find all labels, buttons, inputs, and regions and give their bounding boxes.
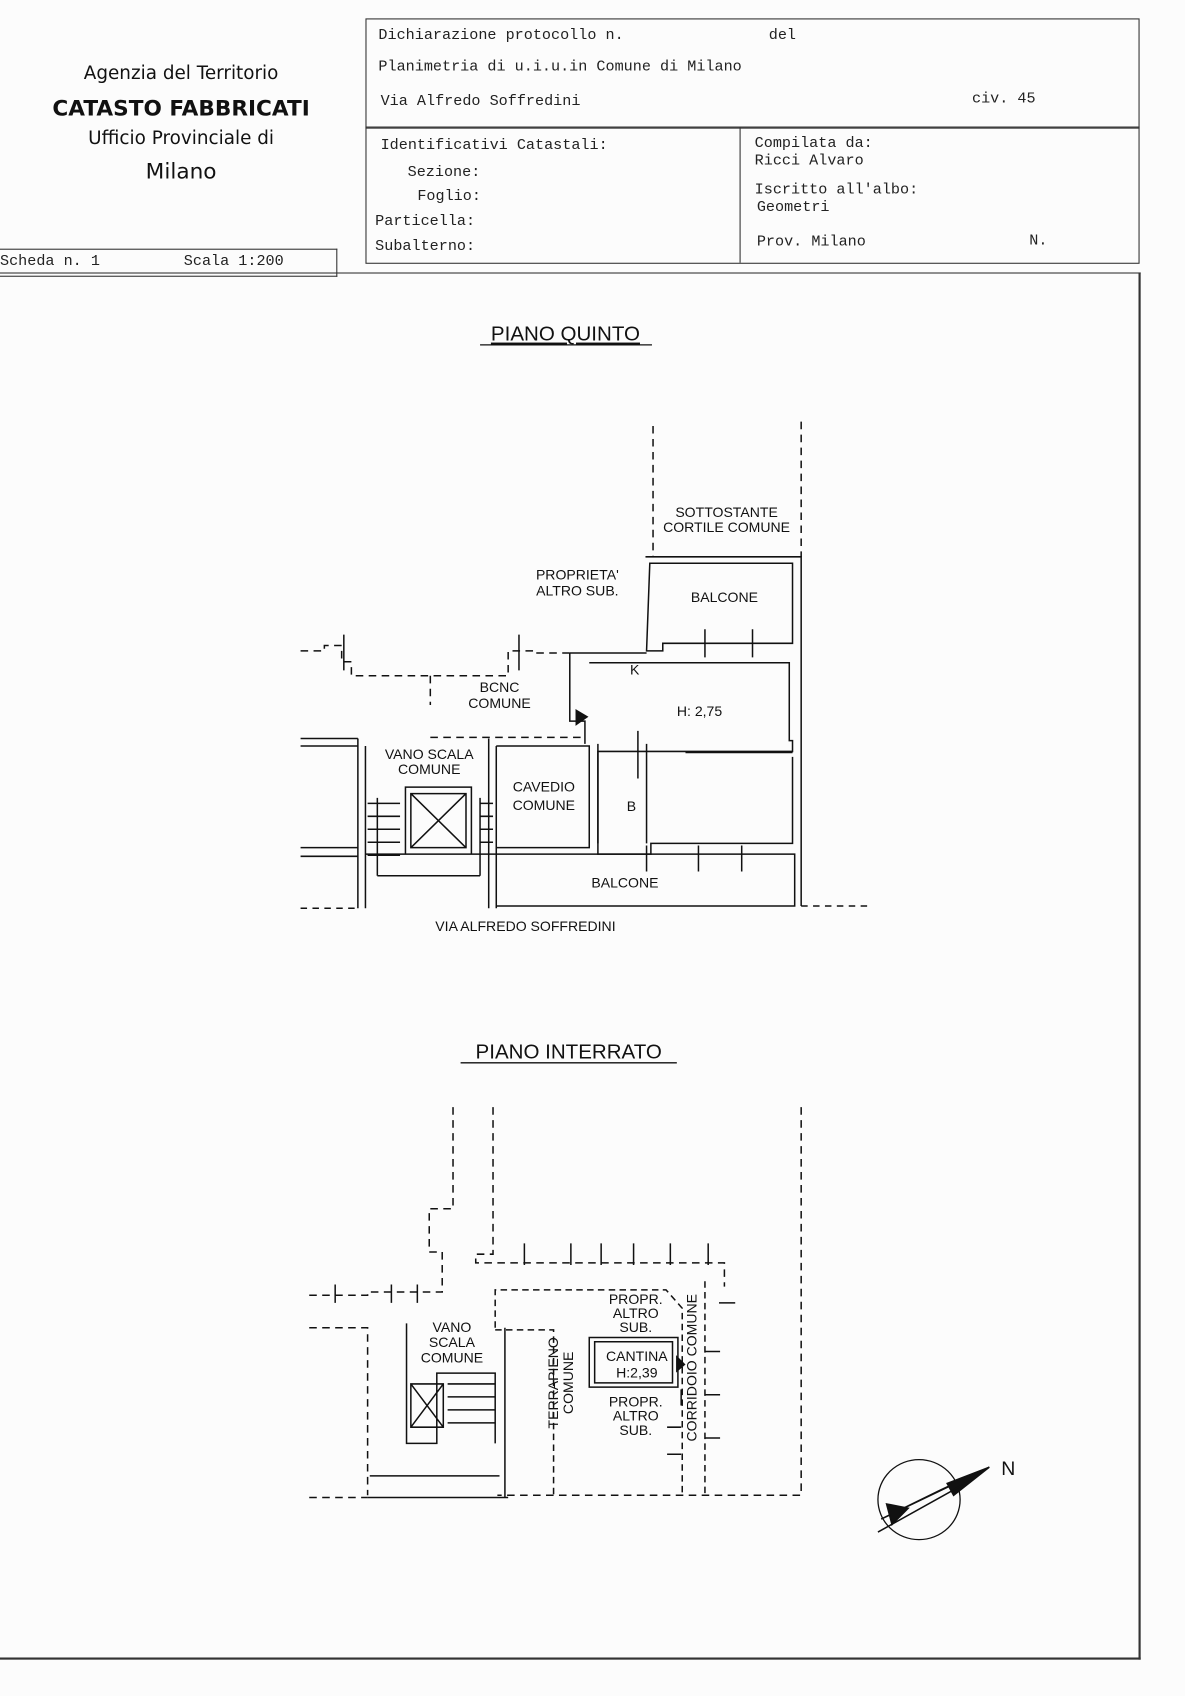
label-corridoio-comune: CORRIDOIO COMUNE: [683, 1294, 699, 1442]
identification-box: [365, 126, 1140, 264]
sheet-info-box: [0, 248, 338, 277]
piano-interrato-plan: [309, 1107, 802, 1499]
piano-interrato-title: PIANO INTERRATO: [476, 1040, 662, 1063]
province: Prov. Milano: [756, 233, 866, 251]
compilata-label: Compilata da:: [754, 135, 873, 153]
label-propr-b: PROPR.: [609, 1394, 663, 1410]
agency-office: Ufficio Provinciale di: [88, 127, 275, 150]
divider: [739, 127, 741, 263]
label-ceiling-height: H: 2,75: [677, 703, 722, 719]
protocol-del: del: [768, 27, 796, 45]
declaration-box: [365, 18, 1140, 129]
agency-name: Agenzia del Territorio: [83, 62, 279, 85]
label-cavedio-comune: COMUNE: [513, 797, 575, 813]
albo-value: Geometri: [756, 198, 830, 217]
label-proprieta: PROPRIETA': [536, 567, 619, 583]
label-altro-sub: ALTRO SUB.: [536, 583, 618, 599]
sheet-scale: Scala 1:200: [183, 253, 284, 271]
label-cantina: CANTINA: [606, 1348, 668, 1364]
piano-quinto-title: PIANO QUINTO: [491, 323, 640, 346]
sezione-label: Sezione:: [407, 164, 481, 182]
label-altro-b: ALTRO: [613, 1408, 659, 1424]
label-sottostante: SOTTOSTANTE: [675, 504, 777, 520]
label-bathroom: B: [627, 798, 636, 814]
label-kitchen: K: [630, 662, 640, 678]
label-scala: SCALA: [429, 1334, 476, 1350]
foglio-label: Foglio:: [417, 188, 481, 206]
sheet-number: Scheda n. 1: [0, 253, 100, 271]
agency-catasto: CATASTO FABBRICATI: [52, 95, 310, 122]
label-sub-b: SUB.: [619, 1422, 652, 1438]
particella-label: Particella:: [375, 212, 476, 231]
province-number: N.: [1029, 232, 1048, 250]
drawing-frame: [0, 272, 1141, 1660]
compass-north-label: N: [1001, 1458, 1015, 1480]
planimetria-label: Planimetria di u.i.u.in Comune di Milano: [378, 58, 742, 76]
label-vano-comune: COMUNE: [398, 761, 460, 777]
albo-label: Iscritto all'albo:: [754, 181, 919, 199]
label-sub-a: SUB.: [619, 1319, 652, 1335]
label-terrapieno: TERRAPIENO: [545, 1337, 561, 1428]
compass-north-arrow-icon: [877, 1458, 990, 1541]
label-cortile-comune: CORTILE COMUNE: [663, 519, 790, 535]
protocol-label: Dichiarazione protocollo n.: [378, 27, 624, 45]
label-street: VIA ALFREDO SOFFREDINI: [435, 918, 615, 934]
label-bcnc: BCNC: [480, 679, 520, 695]
label-vano-comune-b: COMUNE: [421, 1349, 483, 1365]
label-balcone-top: BALCONE: [691, 589, 758, 605]
agency-city: Milano: [145, 157, 217, 184]
label-cavedio: CAVEDIO: [513, 778, 575, 794]
label-altro-a: ALTRO: [613, 1305, 659, 1321]
compilata-name: Ricci Alvaro: [754, 152, 864, 170]
label-cantina-height: H:2,39: [616, 1364, 658, 1380]
label-propr-a: PROPR.: [609, 1291, 663, 1307]
address-street: Via Alfredo Soffredini: [380, 92, 581, 111]
address-civic: civ. 45: [971, 90, 1036, 109]
label-vano: VANO: [433, 1319, 472, 1335]
label-bcnc-comune: COMUNE: [468, 695, 530, 711]
label-terrapieno-comune: COMUNE: [560, 1352, 576, 1414]
label-balcone-bottom: BALCONE: [591, 875, 658, 891]
label-vano-scala: VANO SCALA: [385, 746, 474, 762]
subalterno-label: Subalterno:: [375, 237, 476, 256]
identificativi-title: Identificativi Catastali:: [380, 137, 608, 155]
piano-quinto-plan: [300, 421, 871, 909]
